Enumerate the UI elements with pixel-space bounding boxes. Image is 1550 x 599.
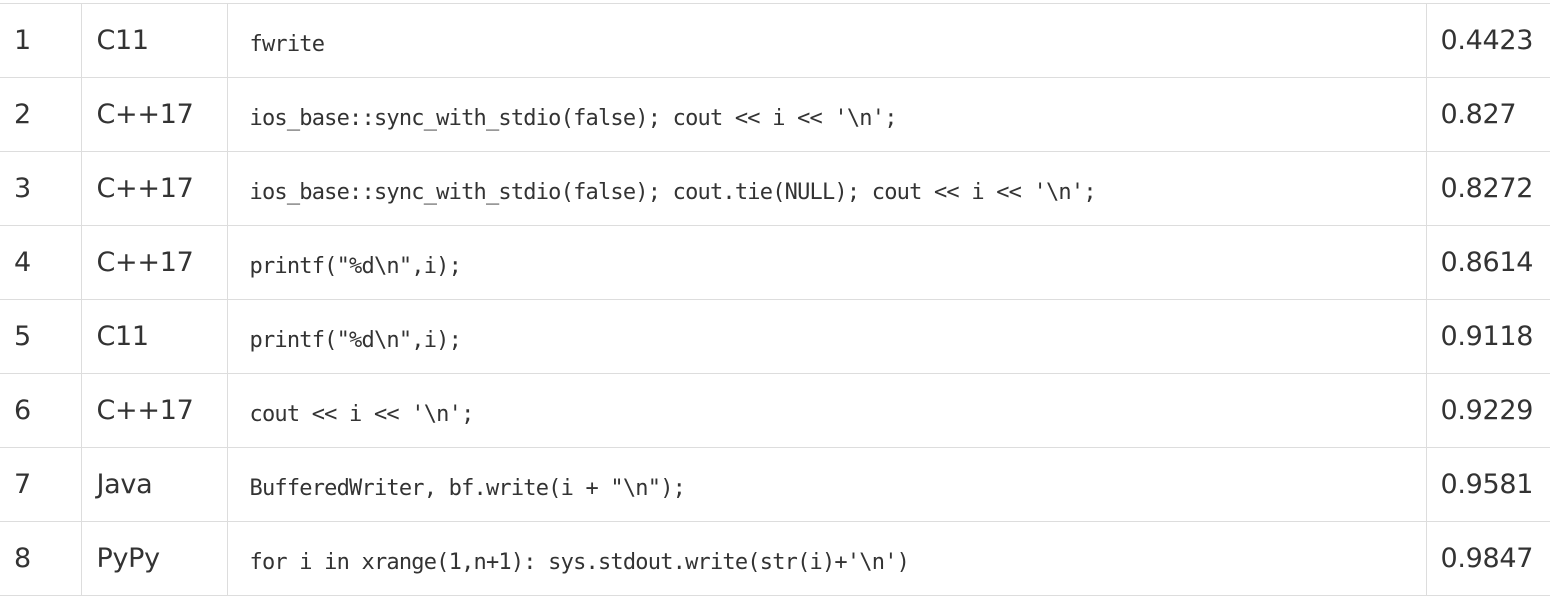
time-cell: 0.9118 xyxy=(1425,299,1550,374)
time-text: 0.9229 xyxy=(1440,395,1534,426)
method-cell: BufferedWriter, bf.write(i + "\n"); xyxy=(226,447,1426,522)
method-code: BufferedWriter, bf.write(i + "\n"); xyxy=(249,476,686,501)
method-code: cout << i << '\n'; xyxy=(249,402,475,427)
time-text: 0.9581 xyxy=(1440,469,1534,500)
time-cell: 0.9581 xyxy=(1425,447,1550,522)
language-cell: C11 xyxy=(80,299,227,374)
rank-cell: 5 xyxy=(0,299,81,374)
language-text: C++17 xyxy=(96,99,194,130)
table-row: 8 PyPy for i in xrange(1,n+1): sys.stdou… xyxy=(0,521,1550,596)
rank-cell: 8 xyxy=(0,521,81,596)
table-row: 7 Java BufferedWriter, bf.write(i + "\n"… xyxy=(0,447,1550,522)
method-code: for i in xrange(1,n+1): sys.stdout.write… xyxy=(249,550,910,575)
rank-text: 5 xyxy=(14,321,31,352)
rank-text: 3 xyxy=(14,173,31,204)
language-cell: C++17 xyxy=(80,373,227,448)
time-text: 0.8614 xyxy=(1440,247,1534,278)
language-text: C++17 xyxy=(96,247,194,278)
language-cell: C11 xyxy=(80,3,227,78)
language-text: Java xyxy=(96,469,153,500)
language-cell: Java xyxy=(80,447,227,522)
language-text: C11 xyxy=(96,25,150,56)
rank-text: 1 xyxy=(14,25,31,56)
method-cell: cout << i << '\n'; xyxy=(226,373,1426,448)
language-cell: C++17 xyxy=(80,77,227,152)
method-cell: fwrite xyxy=(226,3,1426,78)
time-text: 0.4423 xyxy=(1440,25,1534,56)
method-cell: printf("%d\n",i); xyxy=(226,225,1426,300)
method-cell: for i in xrange(1,n+1): sys.stdout.write… xyxy=(226,521,1426,596)
rank-cell: 7 xyxy=(0,447,81,522)
time-cell: 0.9847 xyxy=(1425,521,1550,596)
table-row: 5 C11 printf("%d\n",i); 0.9118 xyxy=(0,299,1550,374)
language-text: C++17 xyxy=(96,173,194,204)
method-code: printf("%d\n",i); xyxy=(249,254,462,279)
time-text: 0.8272 xyxy=(1440,173,1534,204)
rank-text: 8 xyxy=(14,543,31,574)
language-cell: C++17 xyxy=(80,225,227,300)
language-cell: PyPy xyxy=(80,521,227,596)
results-table: 1 C11 fwrite 0.4423 2 C++17 ios_base::sy… xyxy=(0,3,1550,596)
method-code: fwrite xyxy=(249,32,325,57)
rank-cell: 6 xyxy=(0,373,81,448)
time-text: 0.827 xyxy=(1440,99,1517,130)
time-text: 0.9118 xyxy=(1440,321,1534,352)
language-text: C++17 xyxy=(96,395,194,426)
method-cell: ios_base::sync_with_stdio(false); cout.t… xyxy=(226,151,1426,226)
rank-text: 7 xyxy=(14,469,31,500)
rank-cell: 1 xyxy=(0,3,81,78)
rank-cell: 3 xyxy=(0,151,81,226)
time-cell: 0.8272 xyxy=(1425,151,1550,226)
table-row: 3 C++17 ios_base::sync_with_stdio(false)… xyxy=(0,151,1550,226)
method-code: ios_base::sync_with_stdio(false); cout <… xyxy=(249,106,898,131)
rank-text: 2 xyxy=(14,99,31,130)
rank-text: 6 xyxy=(14,395,31,426)
rank-cell: 4 xyxy=(0,225,81,300)
time-cell: 0.827 xyxy=(1425,77,1550,152)
language-cell: C++17 xyxy=(80,151,227,226)
method-cell: printf("%d\n",i); xyxy=(226,299,1426,374)
table-row: 1 C11 fwrite 0.4423 xyxy=(0,3,1550,78)
time-text: 0.9847 xyxy=(1440,543,1534,574)
rank-text: 4 xyxy=(14,247,31,278)
table-row: 6 C++17 cout << i << '\n'; 0.9229 xyxy=(0,373,1550,448)
table-row: 2 C++17 ios_base::sync_with_stdio(false)… xyxy=(0,77,1550,152)
time-cell: 0.4423 xyxy=(1425,3,1550,78)
method-code: ios_base::sync_with_stdio(false); cout.t… xyxy=(249,180,1097,205)
language-text: C11 xyxy=(96,321,150,352)
time-cell: 0.9229 xyxy=(1425,373,1550,448)
method-cell: ios_base::sync_with_stdio(false); cout <… xyxy=(226,77,1426,152)
time-cell: 0.8614 xyxy=(1425,225,1550,300)
language-text: PyPy xyxy=(96,543,161,574)
method-code: printf("%d\n",i); xyxy=(249,328,462,353)
rank-cell: 2 xyxy=(0,77,81,152)
table-row: 4 C++17 printf("%d\n",i); 0.8614 xyxy=(0,225,1550,300)
